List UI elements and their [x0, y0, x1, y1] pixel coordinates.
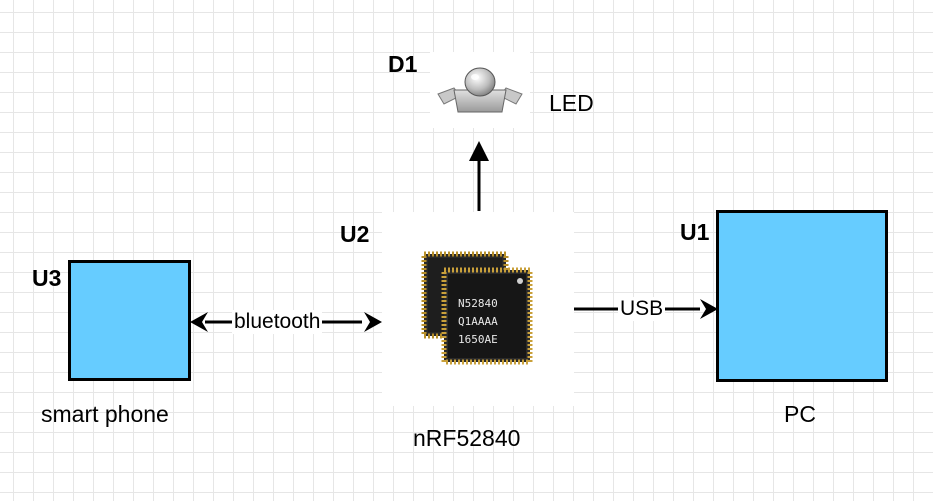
- led-icon: [437, 67, 523, 113]
- usb-arrowhead: [700, 299, 718, 319]
- usb-edge-label: USB: [618, 297, 666, 321]
- bluetooth-arrowhead-left: [190, 312, 208, 332]
- u2-ref: U2: [340, 221, 370, 247]
- led-image-panel: [430, 52, 530, 128]
- u3-ref: U3: [32, 265, 62, 291]
- chip-image-panel: N52840 Q1AAAA 1650AE: [382, 212, 574, 406]
- u1-label: PC: [784, 401, 816, 427]
- u3-label: smart phone: [41, 401, 169, 427]
- chip-line-2: Q1AAAA: [458, 315, 498, 328]
- d1-label: LED: [549, 90, 594, 116]
- u2-to-d1-arrowhead: [469, 141, 489, 161]
- u1-ref: U1: [680, 219, 710, 245]
- u3-box: [68, 260, 191, 381]
- d1-ref: D1: [388, 51, 418, 77]
- bluetooth-edge-label: bluetooth: [232, 310, 323, 334]
- u2-label: nRF52840: [413, 425, 521, 451]
- chip-icon: N52840 Q1AAAA 1650AE: [421, 251, 533, 365]
- chip-line-3: 1650AE: [458, 333, 498, 346]
- chip-line-1: N52840: [458, 297, 498, 310]
- bluetooth-arrowhead-right: [364, 312, 382, 332]
- u1-box: [716, 210, 888, 382]
